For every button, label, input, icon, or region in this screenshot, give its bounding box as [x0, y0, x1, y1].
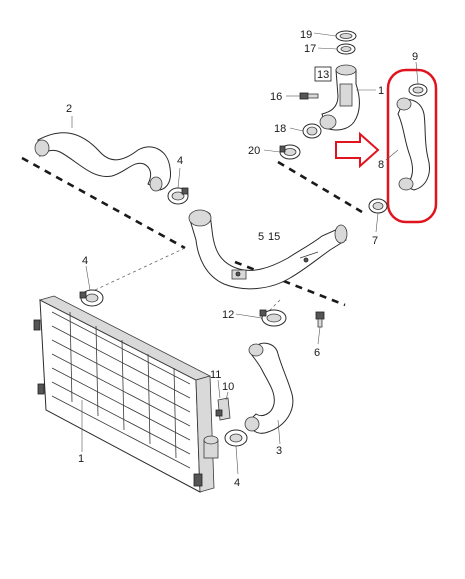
callout-15: 15	[268, 231, 280, 243]
callout-4-lower: 4	[234, 477, 240, 489]
intercooler	[33, 295, 219, 493]
callout-13: 13	[317, 69, 329, 81]
dashed-reference-line-lower	[234, 260, 346, 307]
callout-18: 18	[274, 123, 286, 135]
callout-9: 9	[412, 51, 418, 63]
callout-14: 1	[378, 85, 384, 97]
callout-13-box	[314, 66, 332, 82]
leader-8	[385, 149, 399, 161]
leader-18	[289, 127, 304, 132]
hose-clamp-9	[408, 83, 428, 97]
leader-19	[313, 32, 337, 37]
leader-12	[235, 313, 263, 319]
leader-7	[375, 212, 379, 233]
leader-17	[317, 47, 338, 50]
callout-12: 12	[222, 309, 234, 321]
callout-5: 5	[258, 231, 264, 243]
hose-clamp-upper	[167, 187, 189, 205]
callout-8: 8	[378, 159, 384, 171]
leader-10	[225, 391, 229, 401]
intercooler-fins	[51, 311, 191, 469]
leader-3	[277, 419, 281, 445]
charge-air-hose-upper	[34, 132, 171, 192]
hose-clamp-12	[259, 309, 287, 327]
callout-2: 2	[66, 103, 72, 115]
callout-1: 1	[78, 453, 84, 465]
hose-clamp-20	[279, 144, 301, 160]
callout-4-upper: 4	[177, 155, 183, 167]
leader-4c	[235, 445, 239, 475]
o-ring-seal	[336, 43, 356, 55]
callout-4-left: 4	[82, 255, 88, 267]
hose-clamp-lower	[224, 429, 248, 447]
callout-19: 19	[300, 29, 312, 41]
dashed-reference-line-left	[21, 156, 186, 250]
seal-ring-18	[302, 123, 322, 139]
callout-16: 16	[270, 91, 282, 103]
leader-4a	[177, 167, 181, 189]
callout-17: 17	[304, 43, 316, 55]
charge-air-pipe-main	[188, 209, 348, 290]
callout-11: 11	[210, 369, 221, 381]
hose-clamp-7	[368, 198, 388, 214]
leader-11	[217, 379, 221, 399]
pointer-arrow	[335, 131, 380, 169]
dashed-guide-thin	[94, 247, 186, 291]
leader-4b	[85, 265, 91, 291]
throttle-housing-adapter	[319, 64, 360, 131]
callout-6: 6	[314, 347, 320, 359]
bolt-16	[299, 92, 319, 100]
callout-10: 10	[222, 381, 234, 393]
sealing-cap	[335, 30, 357, 42]
mounting-bracket	[215, 397, 231, 421]
leader-20	[263, 149, 281, 153]
callout-20: 20	[248, 145, 260, 157]
hose-clamp-left	[79, 289, 104, 307]
callout-7: 7	[372, 235, 378, 247]
dashed-reference-line-right	[277, 160, 363, 214]
highlight-outline	[386, 68, 438, 224]
charge-air-hose-highlighted	[396, 97, 430, 191]
bolt-6	[315, 311, 325, 328]
leader-6	[317, 326, 321, 345]
callout-3: 3	[276, 445, 282, 457]
charge-air-hose-lower	[244, 342, 294, 434]
leader-9	[415, 61, 419, 85]
